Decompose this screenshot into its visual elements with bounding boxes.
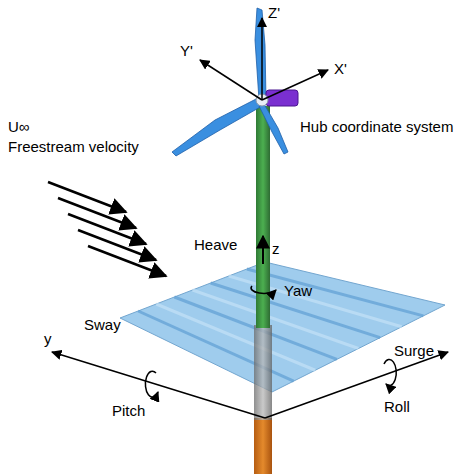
blade [172, 98, 262, 156]
substructure [254, 418, 272, 474]
velocity-symbol: U∞ [8, 118, 30, 135]
nacelle [266, 90, 298, 106]
wind-arrow [58, 198, 136, 228]
wave-crest [247, 269, 424, 316]
coordinate-label: Hub coordinate system [300, 118, 453, 135]
wind-arrows [48, 182, 166, 276]
wave-crest [229, 276, 402, 327]
roll-arrow [384, 360, 396, 386]
surge-axis [265, 352, 448, 418]
wave-crest [211, 283, 381, 338]
wind-arrow [88, 246, 166, 276]
yaw-arrow [251, 286, 276, 293]
dof-label: Roll [384, 398, 410, 415]
wave-crest [156, 304, 315, 370]
dof-label: Pitch [112, 402, 145, 419]
wave-crest [193, 290, 359, 349]
water-surface [120, 262, 445, 392]
pitch-arrow [145, 371, 158, 397]
wave-stripes [138, 269, 423, 381]
axis-label: z [272, 240, 280, 257]
dof-label: Sway [84, 316, 121, 333]
axis-label: y [44, 330, 52, 347]
sway-axis [52, 352, 265, 418]
hub-x-axis [262, 70, 328, 100]
transition-piece [254, 325, 272, 420]
dof-label: Yaw [284, 282, 312, 299]
wind-arrow [48, 182, 126, 212]
heave-arrow [262, 236, 264, 264]
blade [259, 104, 288, 154]
axis-label: X' [334, 60, 347, 77]
axis-label: Z' [268, 4, 280, 21]
dof-label: Heave [194, 236, 237, 253]
wind-arrow [78, 230, 156, 260]
blade [255, 8, 266, 100]
velocity-label: Freestream velocity [8, 138, 139, 155]
dof-label: Surge [394, 342, 434, 359]
hub-z-axis [261, 18, 263, 100]
hub-y-axis [200, 60, 262, 100]
tower [256, 106, 270, 328]
axis-label: Y' [180, 42, 193, 59]
wind-arrow [68, 214, 146, 244]
